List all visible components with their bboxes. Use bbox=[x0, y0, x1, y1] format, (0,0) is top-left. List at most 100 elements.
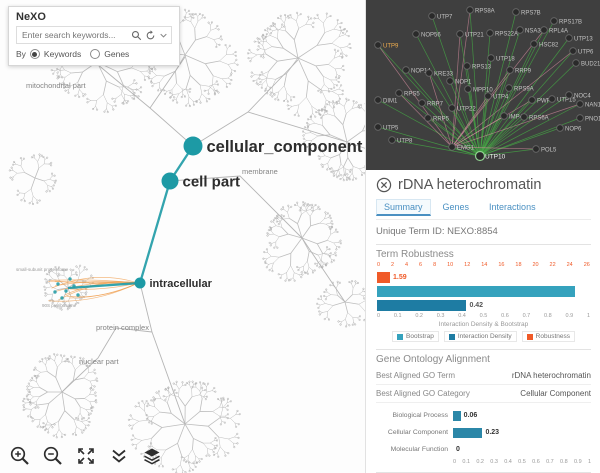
expand-depth-icon[interactable] bbox=[107, 444, 131, 468]
network-node[interactable] bbox=[395, 89, 403, 97]
network-node[interactable] bbox=[428, 12, 436, 20]
network-node-label[interactable]: UTP22 bbox=[457, 106, 476, 112]
network-node-label[interactable]: NOP14 bbox=[411, 68, 431, 74]
network-node-label[interactable]: NOP6 bbox=[565, 126, 582, 132]
term-node[interactable] bbox=[134, 277, 146, 289]
network-node-label[interactable]: PWP2 bbox=[537, 98, 555, 104]
network-node-label[interactable]: UTP7 bbox=[437, 14, 453, 20]
network-node[interactable] bbox=[486, 29, 494, 37]
network-node[interactable] bbox=[532, 145, 540, 153]
network-node[interactable] bbox=[569, 47, 577, 55]
term-node[interactable] bbox=[183, 136, 203, 156]
network-node[interactable] bbox=[448, 143, 456, 151]
network-node-label[interactable]: UTP4 bbox=[493, 94, 509, 100]
network-node[interactable] bbox=[506, 66, 514, 74]
term-label[interactable]: protein complex bbox=[96, 323, 149, 332]
network-node[interactable] bbox=[466, 6, 474, 14]
network-node-label[interactable]: UTP10 bbox=[485, 153, 506, 160]
network-node-label[interactable]: UTP21 bbox=[465, 32, 484, 38]
network-node[interactable] bbox=[576, 100, 584, 108]
network-node-label[interactable]: UTP15 bbox=[557, 97, 576, 103]
network-node-label[interactable]: NAN1 bbox=[585, 102, 600, 108]
network-node-label[interactable]: RPS17B bbox=[559, 19, 582, 25]
network-node-label[interactable]: NSA3 bbox=[525, 28, 541, 34]
network-node[interactable] bbox=[474, 150, 486, 162]
tab-interactions[interactable]: Interactions bbox=[489, 202, 536, 212]
network-node-label[interactable]: PNO1 bbox=[585, 116, 600, 122]
network-node[interactable] bbox=[565, 91, 573, 99]
network-node-label[interactable]: RPL4A bbox=[549, 28, 568, 34]
network-node[interactable] bbox=[388, 136, 396, 144]
network-node-label[interactable]: RPS7B bbox=[521, 10, 541, 16]
network-node-label[interactable]: HSC82 bbox=[539, 42, 559, 48]
tab-summary[interactable]: Summary bbox=[376, 199, 431, 216]
network-node-label[interactable]: BUD21 bbox=[581, 61, 600, 67]
term-label[interactable]: membrane bbox=[242, 167, 278, 176]
network-node-label[interactable]: RPS5 bbox=[404, 91, 420, 97]
term-label[interactable]: mitochondrial part bbox=[26, 81, 87, 90]
term-node-label[interactable]: intracellular bbox=[150, 278, 213, 290]
network-node[interactable] bbox=[374, 123, 382, 131]
network-node[interactable] bbox=[425, 69, 433, 77]
network-node-label[interactable]: RRP5 bbox=[433, 116, 450, 122]
network-node-label[interactable]: UTP9 bbox=[383, 43, 399, 49]
network-node[interactable] bbox=[463, 62, 471, 70]
network-node[interactable] bbox=[550, 17, 558, 25]
network-node[interactable] bbox=[540, 26, 548, 34]
highlighted-term-node[interactable] bbox=[56, 282, 60, 286]
network-node[interactable] bbox=[500, 112, 508, 120]
search-input[interactable] bbox=[20, 29, 128, 41]
network-node[interactable] bbox=[484, 92, 492, 100]
network-node[interactable] bbox=[576, 114, 584, 122]
fit-to-screen-icon[interactable] bbox=[74, 444, 98, 468]
refresh-icon[interactable] bbox=[145, 29, 156, 41]
network-node[interactable] bbox=[556, 124, 564, 132]
highlighted-term-node[interactable] bbox=[68, 277, 72, 281]
network-node[interactable] bbox=[520, 113, 528, 121]
highlighted-term-node[interactable] bbox=[76, 293, 80, 297]
term-node-label[interactable]: cellular_component bbox=[207, 138, 363, 156]
network-node-label[interactable]: NOP56 bbox=[421, 32, 441, 38]
network-node-label[interactable]: RRP7 bbox=[427, 101, 444, 107]
highlighted-term-node[interactable] bbox=[72, 284, 76, 288]
network-node[interactable] bbox=[418, 99, 426, 107]
network-node-label[interactable]: UTP8 bbox=[397, 138, 413, 144]
term-node[interactable] bbox=[161, 172, 179, 190]
zoom-in-icon[interactable] bbox=[8, 444, 32, 468]
network-node[interactable] bbox=[424, 114, 432, 122]
network-node-label[interactable]: MPP10 bbox=[473, 87, 493, 93]
network-node-label[interactable]: UTP6 bbox=[578, 49, 594, 55]
network-node-label[interactable]: RPS13 bbox=[472, 64, 492, 70]
radio-genes[interactable] bbox=[90, 49, 101, 59]
network-node-label[interactable]: RPS9A bbox=[514, 86, 534, 92]
radio-genes-label[interactable]: Genes bbox=[104, 49, 130, 59]
network-node[interactable] bbox=[448, 104, 456, 112]
term-label[interactable]: nuclear part bbox=[79, 357, 120, 366]
network-node-label[interactable]: UTP13 bbox=[574, 36, 593, 42]
network-node[interactable] bbox=[446, 77, 454, 85]
network-node-label[interactable]: IMP4 bbox=[509, 114, 524, 120]
network-node[interactable] bbox=[516, 26, 524, 34]
network-node-label[interactable]: RPS8A bbox=[475, 8, 495, 14]
network-node[interactable] bbox=[572, 59, 580, 67]
term-node-label[interactable]: cell part bbox=[183, 173, 241, 190]
network-node-label[interactable]: DIM1 bbox=[383, 98, 398, 104]
network-node[interactable] bbox=[402, 66, 410, 74]
network-node[interactable] bbox=[530, 40, 538, 48]
network-node[interactable] bbox=[512, 8, 520, 16]
network-node[interactable] bbox=[456, 30, 464, 38]
network-node-label[interactable]: UTP18 bbox=[496, 56, 515, 62]
network-node[interactable] bbox=[565, 34, 573, 42]
network-node[interactable] bbox=[505, 84, 513, 92]
tab-genes[interactable]: Genes bbox=[442, 202, 470, 212]
network-node[interactable] bbox=[464, 85, 472, 93]
network-node-label[interactable]: NOP1 bbox=[455, 79, 472, 85]
network-node-label[interactable]: RPS6A bbox=[529, 115, 549, 121]
highlighted-term-node[interactable] bbox=[53, 290, 57, 294]
close-icon[interactable] bbox=[376, 177, 392, 193]
chevron-down-icon[interactable] bbox=[159, 31, 168, 40]
radio-keywords[interactable] bbox=[29, 49, 40, 59]
network-node[interactable] bbox=[487, 54, 495, 62]
